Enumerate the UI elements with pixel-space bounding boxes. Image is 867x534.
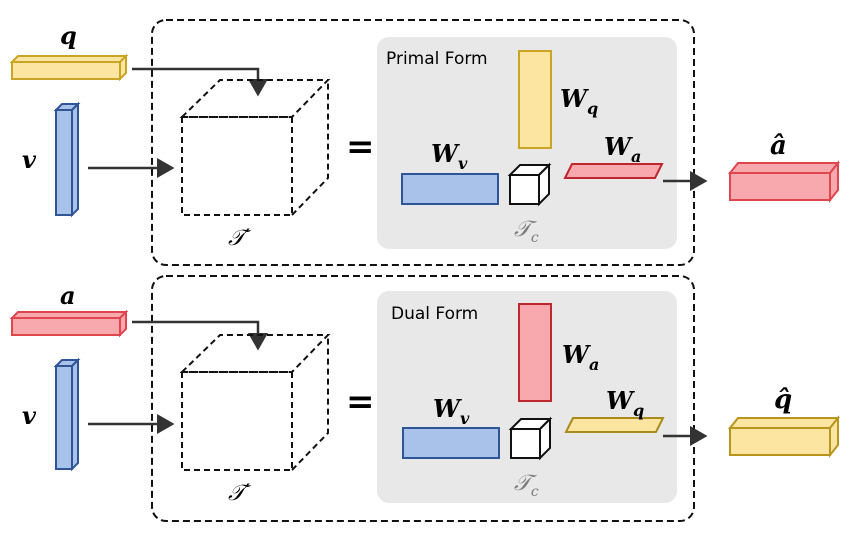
output-label: â — [770, 131, 787, 161]
input-top-bar — [9, 53, 129, 82]
weight-horizontal-bar — [401, 173, 499, 205]
weight-horizontal-label: Wv — [433, 394, 470, 428]
weight-vertical-bar — [518, 50, 552, 149]
core-cube — [508, 416, 553, 461]
weight-diagonal-label: Wq — [606, 386, 644, 420]
input-top-bar — [9, 309, 129, 338]
output-bar — [727, 415, 841, 458]
weight-vertical-bar — [518, 303, 552, 402]
tensor-cube — [179, 79, 331, 216]
arrow-top-to-tensor — [132, 67, 268, 97]
input-top-label: q — [60, 21, 77, 50]
input-top-label: a — [60, 281, 76, 310]
form-title: Primal Form — [386, 49, 488, 69]
weight-diagonal-label: Wa — [604, 132, 641, 166]
input-left-label: v — [22, 401, 37, 430]
output-bar — [727, 160, 841, 203]
tensor-label: 𝒯′ — [228, 481, 252, 506]
primal-outer-container — [151, 19, 695, 266]
input-left-bar — [53, 357, 81, 472]
weight-diagonal-bar — [563, 163, 664, 179]
weight-vertical-label: Wa — [562, 340, 599, 374]
weight-horizontal-label: Wv — [431, 139, 468, 173]
weight-horizontal-bar — [402, 427, 500, 459]
tensor-label: 𝒯′ — [228, 226, 252, 251]
input-left-label: v — [22, 145, 37, 174]
dual-panel: a v 𝒯′ = Dual Form Wa Wv — [9, 275, 841, 522]
tensor-cube — [179, 334, 331, 471]
weight-diagonal-bar — [564, 417, 665, 433]
output-label: q̂ — [774, 385, 792, 415]
form-title: Dual Form — [391, 304, 478, 324]
equals-sign: = — [346, 127, 375, 167]
dual-outer-container — [151, 275, 695, 522]
input-left-bar — [53, 101, 81, 218]
primal-panel: q v 𝒯′ = Primal Form Wq — [9, 19, 841, 266]
equals-sign: = — [346, 382, 375, 422]
arrow-top-to-tensor — [132, 320, 268, 351]
weight-vertical-label: Wq — [560, 84, 598, 118]
core-cube — [507, 162, 552, 207]
